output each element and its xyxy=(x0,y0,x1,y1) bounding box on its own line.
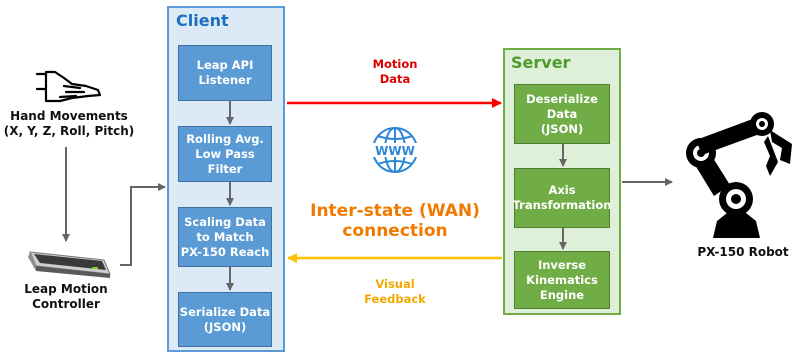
leap-motion-device-icon xyxy=(28,251,111,278)
server-title: Server xyxy=(511,53,571,72)
client-title: Client xyxy=(176,11,229,30)
visual-feedback-label: Visual Feedback xyxy=(364,277,426,306)
globe-www-icon xyxy=(368,127,422,173)
deserialize-data-box: Deserialize Data (JSON) xyxy=(514,84,610,144)
wan-connection-label: Inter-state (WAN) connection xyxy=(310,201,480,241)
inverse-kinematics-box: Inverse Kinematics Engine xyxy=(514,251,610,309)
serialize-data-box: Serialize Data (JSON) xyxy=(178,292,272,347)
axis-transformation-box: Axis Transformation xyxy=(513,168,611,228)
robot-arm-icon xyxy=(686,112,792,238)
scaling-data-box: Scaling Data to Match PX-150 Reach xyxy=(178,207,272,267)
robot-label: PX-150 Robot xyxy=(697,245,789,259)
low-pass-filter-box: Rolling Avg. Low Pass Filter xyxy=(178,126,272,182)
leap-api-listener-box: Leap API Listener xyxy=(178,45,272,101)
motion-data-label: Motion Data xyxy=(372,57,418,86)
hand-icon xyxy=(35,70,102,103)
www-text: WWW xyxy=(375,144,415,158)
controller-to-client-arrow xyxy=(120,183,166,266)
hand-movements-label: Hand Movements (X, Y, Z, Roll, Pitch) xyxy=(3,109,135,138)
leap-motion-controller-label: Leap Motion Controller xyxy=(24,282,108,311)
